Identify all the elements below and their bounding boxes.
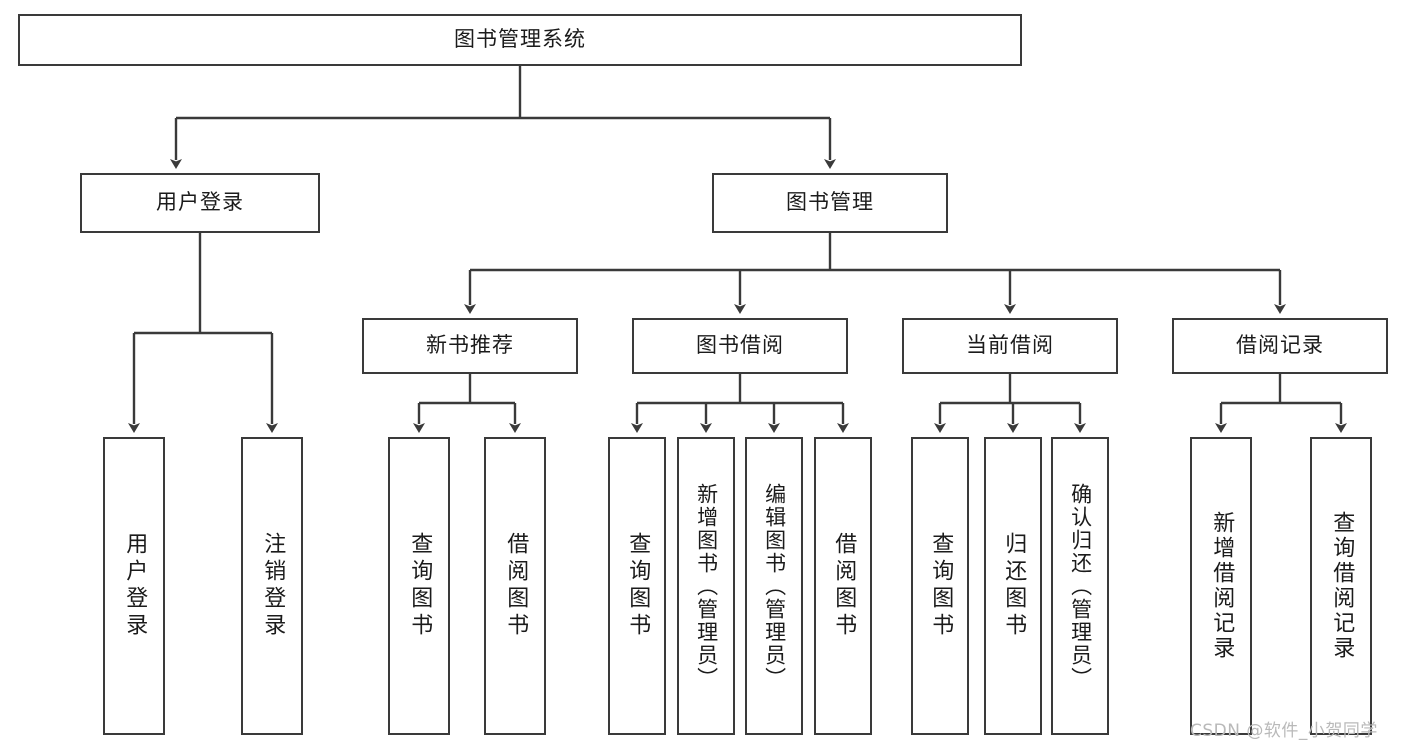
leaf-confirm-return-admin-label: 确认归还（管理员） [1068,482,1093,690]
leaf-add-borrow-record[interactable]: 新增借阅记录 [1190,437,1252,735]
leaf-query-book-2[interactable]: 查询图书 [608,437,666,735]
csdn-watermark: CSDN @软件_小贺同学 [1190,721,1378,741]
edges-bookmanage-to-level3 [464,233,1286,314]
node-current-borrow-label: 当前借阅 [966,333,1054,358]
leaf-user-login[interactable]: 用户登录 [103,437,165,735]
leaf-borrow-book-1[interactable]: 借阅图书 [484,437,546,735]
leaf-query-borrow-record[interactable]: 查询借阅记录 [1310,437,1372,735]
node-user-login[interactable]: 用户登录 [80,173,320,233]
leaf-add-book-admin-label: 新增图书（管理员） [694,482,719,690]
leaf-borrow-book-1-label: 借阅图书 [503,532,529,640]
node-borrow-record[interactable]: 借阅记录 [1172,318,1388,374]
leaf-add-book-admin[interactable]: 新增图书（管理员） [677,437,735,735]
edges-newbook-to-leaves [413,374,521,433]
node-book-borrow[interactable]: 图书借阅 [632,318,848,374]
leaf-user-login-label: 用户登录 [122,532,148,640]
leaf-logout-login[interactable]: 注销登录 [241,437,303,735]
edges-userlogin-to-leaves [128,233,278,433]
edges-bookborrow-to-leaves [631,374,849,433]
node-root-label: 图书管理系统 [454,27,586,52]
edges-root-to-level2 [170,66,836,169]
node-borrow-record-label: 借阅记录 [1236,333,1324,358]
leaf-return-book[interactable]: 归还图书 [984,437,1042,735]
leaf-query-book-1[interactable]: 查询图书 [388,437,450,735]
leaf-query-book-1-label: 查询图书 [407,532,433,640]
leaf-confirm-return-admin[interactable]: 确认归还（管理员） [1051,437,1109,735]
node-book-manage[interactable]: 图书管理 [712,173,948,233]
leaf-query-book-3-label: 查询图书 [928,532,954,640]
node-new-book-recommend-label: 新书推荐 [426,333,514,358]
leaf-query-book-3[interactable]: 查询图书 [911,437,969,735]
node-book-borrow-label: 图书借阅 [696,333,784,358]
node-user-login-label: 用户登录 [156,190,244,215]
leaf-query-book-2-label: 查询图书 [625,532,651,640]
leaf-edit-book-admin-label: 编辑图书（管理员） [762,482,787,690]
node-current-borrow[interactable]: 当前借阅 [902,318,1118,374]
leaf-borrow-book-2-label: 借阅图书 [831,532,857,640]
node-root[interactable]: 图书管理系统 [18,14,1022,66]
edges-currentborrow-to-leaves [934,374,1086,433]
leaf-borrow-book-2[interactable]: 借阅图书 [814,437,872,735]
edges-borrowrecord-to-leaves [1215,374,1347,433]
node-book-manage-label: 图书管理 [786,190,874,215]
leaf-logout-login-label: 注销登录 [260,532,286,640]
leaf-add-borrow-record-label: 新增借阅记录 [1209,511,1235,661]
leaf-query-borrow-record-label: 查询借阅记录 [1329,511,1355,661]
leaf-return-book-label: 归还图书 [1001,532,1027,640]
leaf-edit-book-admin[interactable]: 编辑图书（管理员） [745,437,803,735]
node-new-book-recommend[interactable]: 新书推荐 [362,318,578,374]
